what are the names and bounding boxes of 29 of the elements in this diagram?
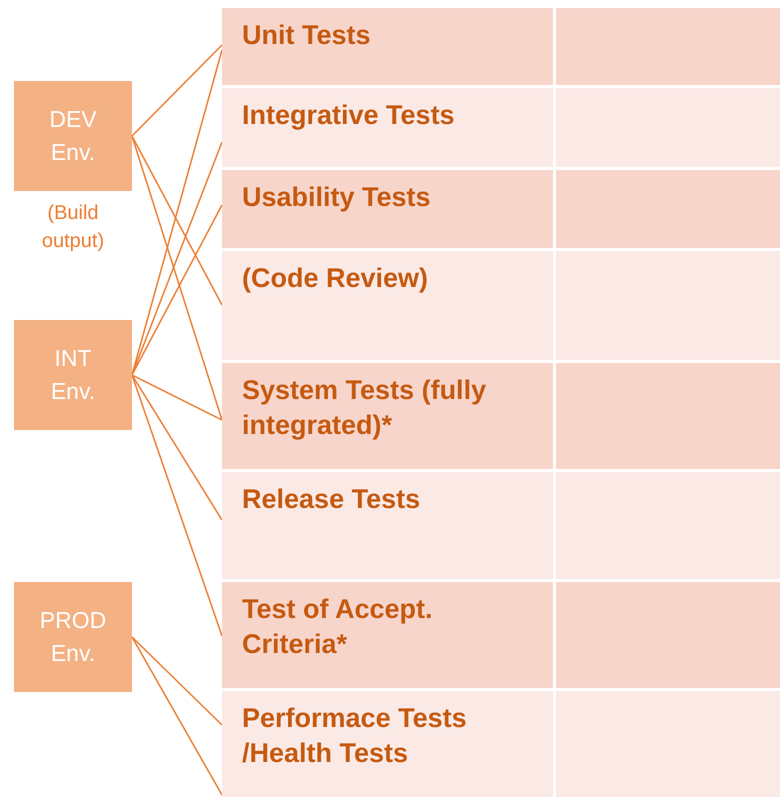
- connector-line: [131, 636, 223, 726]
- table-cell: [556, 363, 780, 469]
- table-cell: System Tests (fully integrated)*: [222, 363, 553, 469]
- connector-line: [131, 636, 223, 796]
- table-cell: Release Tests: [222, 472, 553, 579]
- table-cell: [556, 472, 780, 579]
- table-cell: Performace Tests /Health Tests: [222, 691, 553, 797]
- environment-box: INT Env.: [14, 320, 132, 430]
- connector-line: [131, 136, 223, 420]
- table-cell: Integrative Tests: [222, 88, 553, 167]
- table-cell: (Code Review): [222, 251, 553, 360]
- connector-line: [131, 136, 223, 306]
- environment-box: PROD Env.: [14, 582, 132, 692]
- table-cell: [556, 8, 780, 85]
- table-cell: [556, 170, 780, 248]
- connector-line: [132, 374, 222, 421]
- connector-line: [131, 44, 223, 137]
- table-cell: Test of Accept. Criteria*: [222, 582, 553, 688]
- table-cell: Unit Tests: [222, 8, 553, 85]
- table-cell: Usability Tests: [222, 170, 553, 248]
- table-cell: [556, 582, 780, 688]
- table-cell: [556, 88, 780, 167]
- connector-line: [131, 204, 223, 376]
- table-cell: [556, 691, 780, 797]
- table-cell: [556, 251, 780, 360]
- connector-line: [131, 142, 223, 376]
- connector-line: [131, 374, 223, 520]
- caption-text: (Build output): [40, 201, 106, 254]
- environment-box: DEV Env.: [14, 81, 132, 191]
